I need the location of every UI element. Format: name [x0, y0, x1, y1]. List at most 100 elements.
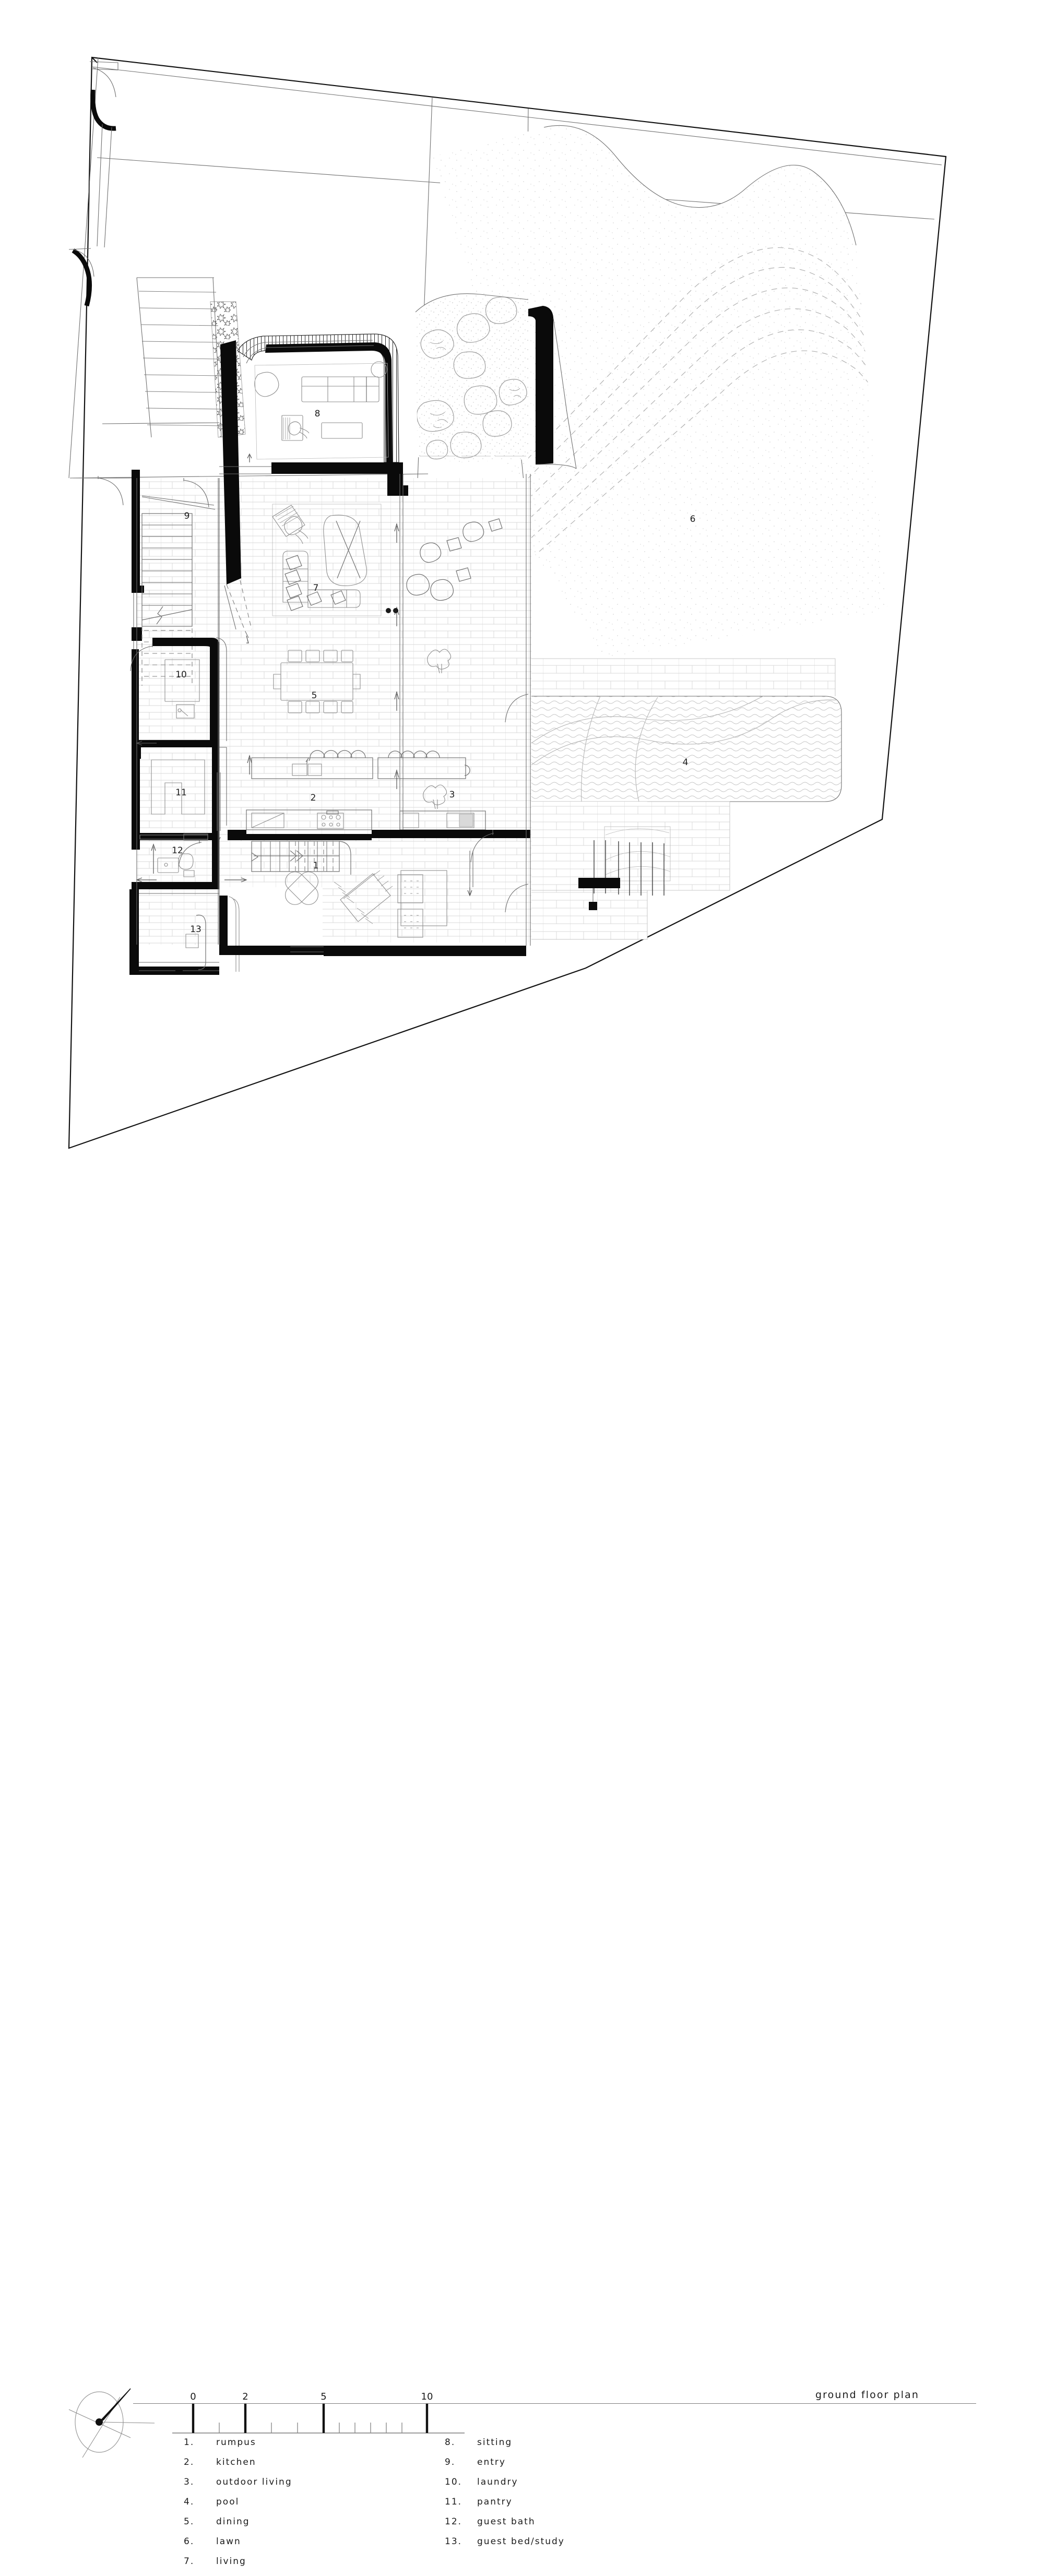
room-guest-bath: 12 — [132, 833, 247, 889]
sitting-coffee-table — [321, 422, 363, 439]
legend-num-5: 5. — [184, 2517, 195, 2527]
pool-balustrade — [578, 826, 671, 910]
legend-item-11: 11. pantry — [445, 2497, 565, 2517]
rumpus-stair — [251, 841, 351, 875]
legend-column-a: 1. rumpus 2. kitchen 3. outdoor living 4… — [184, 2437, 292, 2576]
scale-major-ticks — [192, 2404, 325, 2433]
legend-item-4: 4. pool — [184, 2497, 292, 2517]
legend-item-8: 8. sitting — [445, 2437, 565, 2457]
legend-name-7: living — [216, 2556, 246, 2567]
scale-tick-5: 5 — [321, 2391, 326, 2402]
legend-column-b: 8. sitting 9. entry 10. laundry 11. pant… — [445, 2437, 565, 2556]
outdoor-potted-plant-a — [427, 649, 452, 674]
legend-name-12: guest bath — [477, 2517, 536, 2527]
scale-minor-ticks — [219, 2423, 402, 2433]
legend-num-1: 1. — [184, 2437, 195, 2448]
scale-bar: 0 2 5 10 — [172, 2391, 465, 2434]
door-swings-east — [470, 474, 531, 946]
sitting-sofa — [301, 376, 379, 402]
room-guest-bed-study: 13 — [129, 889, 240, 975]
legend-name-6: lawn — [216, 2536, 241, 2547]
legend-num-2: 2. — [184, 2457, 195, 2467]
kitchen-sink — [292, 757, 322, 776]
outdoor-potted-plant-b — [423, 784, 447, 809]
room-label-12: 12 — [172, 845, 183, 856]
room-living: 7 — [272, 504, 382, 616]
rumpus-games-table — [285, 872, 318, 905]
room-label-7: 7 — [313, 583, 319, 593]
legend-name-5: dining — [216, 2517, 250, 2527]
room-rumpus: 1 — [228, 830, 526, 956]
room-entry: 9 — [73, 476, 216, 686]
room-label-8: 8 — [315, 409, 321, 419]
room-label-6: 6 — [690, 514, 696, 524]
legend-item-6: 6. lawn — [184, 2536, 292, 2556]
floor-plan-drawing: 6 — [68, 56, 947, 1149]
room-label-11: 11 — [175, 788, 187, 798]
dining-chairs — [273, 650, 361, 713]
legend-item-7: 7. living — [184, 2556, 292, 2576]
entry-stair — [141, 513, 193, 686]
sitting-armchair-figure — [281, 415, 310, 441]
angled-feature-wall-left — [220, 340, 252, 643]
legend-num-6: 6. — [184, 2536, 195, 2547]
room-dining: 5 — [273, 650, 361, 713]
pool-area: 4 — [530, 658, 842, 940]
kitchen-rear-bench — [246, 809, 372, 830]
legend-name-10: laundry — [477, 2477, 518, 2487]
room-pantry: 11 — [132, 740, 227, 843]
room-label-3: 3 — [449, 790, 455, 800]
legend-num-3: 3. — [184, 2477, 195, 2487]
legend-name-11: pantry — [477, 2497, 513, 2507]
legend-num-9: 9. — [445, 2457, 456, 2467]
compass-hub — [96, 2418, 103, 2426]
legend-item-1: 1. rumpus — [184, 2437, 292, 2457]
room-label-13: 13 — [190, 924, 201, 935]
legend-name-13: guest bed/study — [477, 2536, 565, 2547]
room-label-4: 4 — [683, 757, 689, 768]
legend-name-8: sitting — [477, 2437, 513, 2448]
room-kitchen: 2 — [246, 750, 486, 830]
scale-tick-10: 10 — [421, 2391, 433, 2402]
living-armchair-figure — [272, 505, 309, 544]
neighbour-deck — [102, 277, 225, 438]
legend-num-13: 13. — [445, 2536, 462, 2547]
scale-tick-0: 0 — [190, 2391, 196, 2402]
angled-feature-wall-right — [528, 306, 577, 469]
sitting-occasional-chair — [254, 372, 279, 397]
rumpus-seating — [397, 870, 447, 938]
legend-item-5: 5. dining — [184, 2517, 292, 2536]
room-label-9: 9 — [184, 511, 190, 521]
page-title: ground floor plan — [815, 2389, 920, 2401]
compass-axis-c — [99, 2422, 155, 2424]
legend-item-13: 13. guest bed/study — [445, 2536, 565, 2556]
legend-item-12: 12. guest bath — [445, 2517, 565, 2536]
sitting-side-table — [371, 361, 387, 378]
room-label-10: 10 — [175, 670, 187, 680]
legend-num-11: 11. — [445, 2497, 462, 2507]
interior-floor — [137, 478, 531, 945]
pool-ripples — [530, 696, 841, 802]
outdoor-furniture-cluster — [406, 518, 503, 601]
room-label-5: 5 — [312, 690, 317, 701]
glazing-mullions — [136, 478, 220, 945]
living-coffee-table — [323, 515, 367, 587]
legend-item-9: 9. entry — [445, 2457, 565, 2477]
legend-name-4: pool — [216, 2497, 240, 2507]
kitchen-stools — [310, 750, 366, 758]
legend-item-3: 3. outdoor living — [184, 2477, 292, 2497]
legend-name-1: rumpus — [216, 2437, 256, 2448]
living-sofa — [282, 551, 361, 611]
north-point — [68, 2388, 155, 2458]
kitchen-island — [251, 757, 373, 779]
legend-item-10: 10. laundry — [445, 2477, 565, 2497]
rumpus-table-tennis — [334, 870, 393, 924]
legend-num-10: 10. — [445, 2477, 462, 2487]
drawing-sheet: 6 — [68, 56, 976, 2567]
room-label-1: 1 — [313, 861, 319, 871]
room-label-2: 2 — [311, 793, 316, 803]
legend-name-9: entry — [477, 2457, 506, 2467]
legend-num-12: 12. — [445, 2517, 462, 2527]
curved-garden-walls — [68, 61, 118, 307]
room-sitting: 8 — [237, 333, 399, 463]
